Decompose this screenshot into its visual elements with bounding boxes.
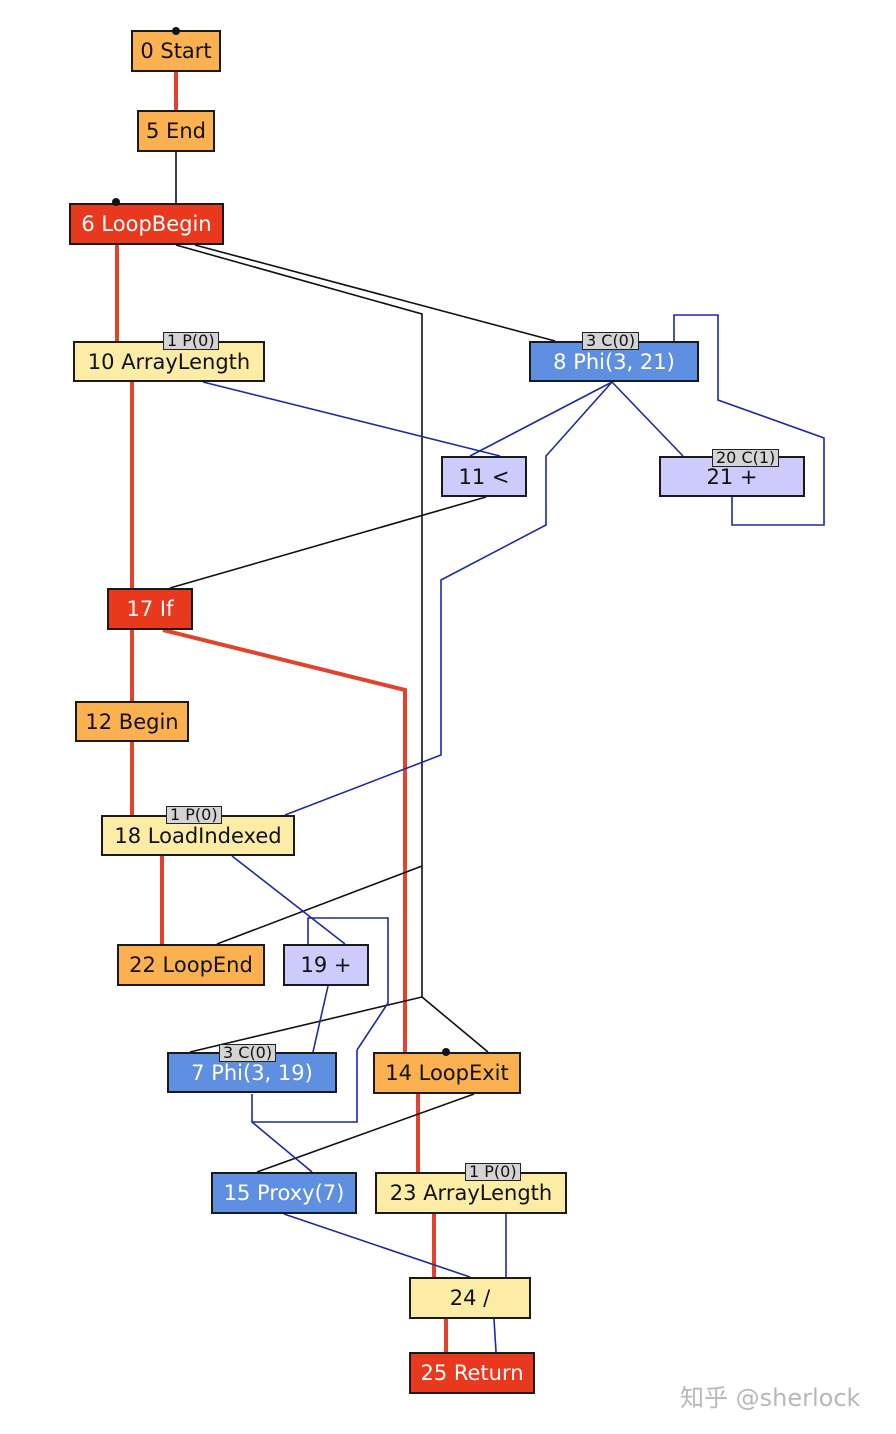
data-edge-19-7 <box>312 985 329 1053</box>
node-11-less-than[interactable]: 11 < <box>441 456 527 497</box>
node-0-start[interactable]: 0 Start <box>131 30 221 72</box>
data-edge-8-18 <box>284 381 613 816</box>
node-23-input-badge: 1 P(0) <box>465 1163 521 1181</box>
node-6-anchor-dot <box>112 198 120 206</box>
data-edge-15-24 <box>283 1213 471 1278</box>
node-14-loopexit[interactable]: 14 LoopExit <box>373 1052 521 1094</box>
node-22-loopend[interactable]: 22 LoopEnd <box>117 944 265 986</box>
assoc-edge-6-8 <box>194 244 556 342</box>
data-edge-8-11 <box>469 381 613 457</box>
assoc-edge-loop-7 <box>189 996 423 1053</box>
data-edge-10-11 <box>202 381 501 457</box>
node-19-add[interactable]: 19 + <box>283 944 369 986</box>
data-edge-8-21 <box>611 381 684 457</box>
node-12-begin[interactable]: 12 Begin <box>75 701 189 742</box>
assoc-edge-11-17 <box>169 496 487 589</box>
node-17-if[interactable]: 17 If <box>107 588 193 630</box>
watermark: 知乎 @sherlock <box>680 1384 861 1412</box>
node-8-input-badge: 3 C(0) <box>582 332 640 350</box>
node-0-anchor-dot <box>172 27 180 35</box>
node-18-loadindexed[interactable]: 18 LoadIndexed <box>101 815 295 856</box>
data-edge-7-19-loop <box>251 917 389 1123</box>
data-edge-24-25 <box>493 1318 497 1353</box>
node-5-end[interactable]: 5 End <box>137 110 215 152</box>
data-edge-18-19 <box>231 855 346 945</box>
node-8-phi[interactable]: 8 Phi(3, 21) <box>529 341 699 382</box>
node-25-return[interactable]: 25 Return <box>409 1352 535 1394</box>
node-14-anchor-dot <box>442 1048 450 1056</box>
node-7-input-badge: 3 C(0) <box>219 1044 277 1062</box>
data-edge-7-15 <box>251 1121 313 1173</box>
node-23-arraylength[interactable]: 23 ArrayLength <box>375 1172 567 1214</box>
assoc-edge-loop-14 <box>421 996 489 1053</box>
control-edge-17-14 <box>162 628 407 1052</box>
node-24-divide[interactable]: 24 / <box>409 1277 531 1319</box>
assoc-edge-6-loop-trunk <box>175 244 423 997</box>
data-edge-21-8-loop <box>673 314 825 526</box>
assoc-edge-loop-22 <box>216 865 423 945</box>
node-10-input-badge: 1 P(0) <box>163 332 219 350</box>
node-15-proxy[interactable]: 15 Proxy(7) <box>211 1172 357 1214</box>
node-21-input-badge: 20 C(1) <box>712 449 780 467</box>
assoc-edge-14-15 <box>256 1093 475 1173</box>
node-6-loopbegin[interactable]: 6 LoopBegin <box>69 203 224 245</box>
node-18-input-badge: 1 P(0) <box>166 806 222 824</box>
